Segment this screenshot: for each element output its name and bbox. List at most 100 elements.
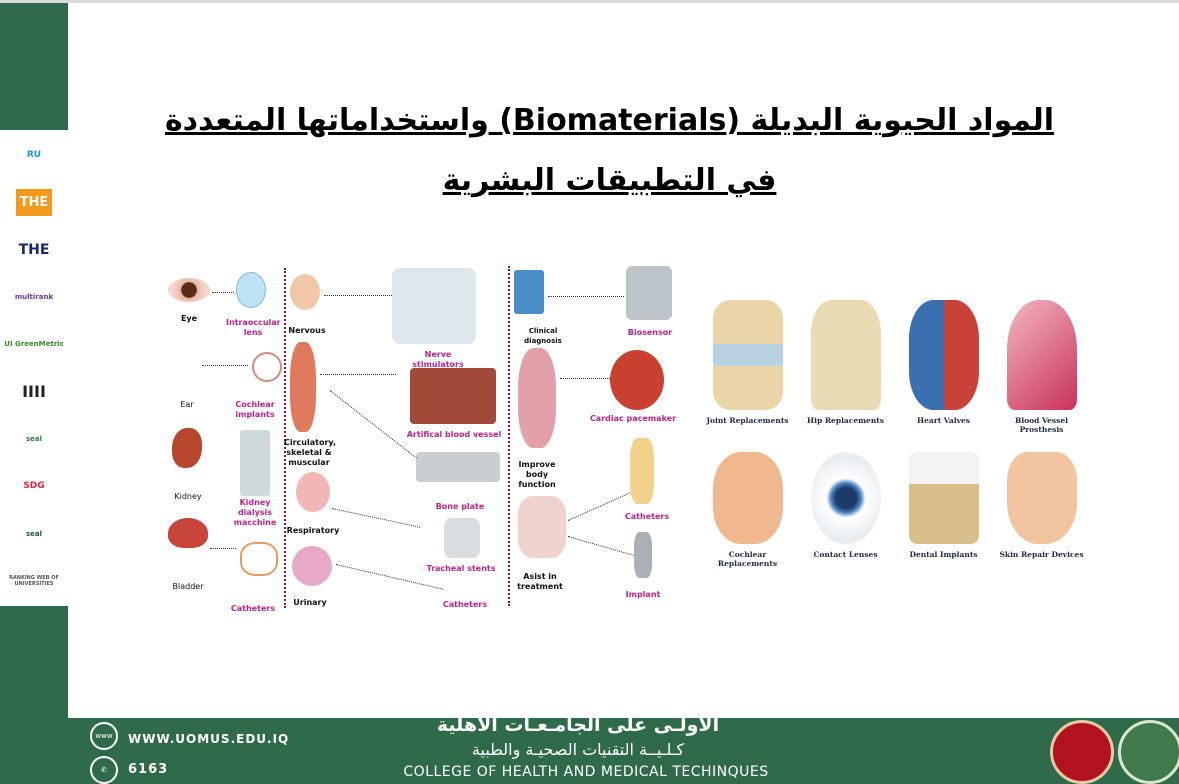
label-implant: Implant: [625, 590, 661, 599]
label-intraocular: Intraoccular lens: [226, 318, 281, 337]
label-catheters-1: Catheters: [230, 604, 276, 613]
arab-ranking-logo: seal: [4, 515, 64, 553]
connector: [202, 365, 248, 366]
kidney-icon: [172, 428, 202, 468]
sdg-logo: SDG: [4, 467, 64, 505]
footer-bar: www WWW.UOMUS.EDU.IQ ✆ 6163 الأولـى على …: [68, 714, 1179, 784]
grid-item: Hip Replacements: [798, 300, 893, 425]
connector: [329, 390, 417, 459]
bladder-icon: [168, 518, 208, 548]
hospital-icon: [514, 270, 544, 314]
logo-text: UI GreenMetric: [4, 340, 64, 349]
label-biosensor: Biosensor: [627, 328, 673, 337]
website-link[interactable]: WWW.UOMUS.EDU.IQ: [128, 732, 290, 746]
top-border: [0, 0, 1179, 3]
connector: [320, 374, 396, 375]
footer-arabic-1: الأولـى على الجامـعـات الاهلية: [436, 714, 720, 736]
label-catheters-3: Catheters: [624, 512, 670, 521]
connector: [560, 378, 620, 379]
label-assist: Asist in treatment: [517, 572, 563, 591]
grid-caption: Heart Valves: [917, 416, 970, 425]
hip-joint-icon: [810, 300, 881, 410]
blood-vessel-prosthesis-icon: [1006, 300, 1077, 410]
building-logo: IIII: [4, 373, 64, 411]
cochlear-icon: [712, 452, 783, 544]
grid-caption: Joint Replacements: [706, 416, 789, 425]
urinary-icon: [292, 546, 332, 586]
grid-item: Dental Implants: [896, 452, 991, 559]
head-icon: [290, 274, 320, 310]
dental-implant-icon: [908, 452, 979, 544]
label-cochlear: Cochlear implants: [235, 400, 275, 419]
logo-text: multirank: [14, 292, 54, 301]
implant-screw-icon: [634, 532, 652, 578]
grid-caption: Cochlear Replacements: [717, 550, 778, 568]
grid-caption: Hip Replacements: [807, 416, 884, 425]
logo-text: SDG: [23, 481, 45, 492]
label-bladder: Bladder: [172, 582, 204, 591]
connector: [331, 508, 421, 528]
web-icon: www: [90, 722, 118, 750]
logo-text: THE: [18, 241, 50, 258]
grid-item: Blood Vessel Prosthesis: [994, 300, 1089, 434]
logo-text: THE: [15, 188, 53, 216]
label-nerve-stim: Nerve stimulators: [412, 350, 464, 369]
label-eye: Eye: [180, 314, 198, 323]
biosensor-icon: [626, 266, 672, 320]
multirank-logo: multirank: [4, 278, 64, 316]
lens-icon: [236, 272, 266, 308]
catheter-bag-icon: [630, 438, 654, 504]
skeleton-figure-icon: [518, 348, 556, 448]
university-seal-green: [1118, 720, 1179, 784]
footer-college-name: COLLEGE OF HEALTH AND MEDICAL TECHINQUES: [403, 764, 769, 780]
the-logo: THE: [4, 183, 64, 221]
label-clinical: Clinical diagnosis: [524, 327, 562, 345]
university-seal-red: [1050, 720, 1114, 784]
logo-text: seal: [25, 529, 43, 538]
title-line-1: المواد الحيوية البديلة (Biomaterials) وا…: [164, 103, 1055, 138]
lungs-icon: [296, 472, 330, 512]
knee-joint-icon: [712, 300, 783, 410]
label-circulatory: Circulatory, skeletal & muscular: [284, 438, 337, 467]
connector: [567, 536, 636, 557]
separator-left: [284, 268, 286, 608]
footer-arabic-2: كـلـيــة التقنيات الصحيـة والطبية: [471, 740, 685, 759]
webometrics-logo: RANKING WEB OF UNIVERSITIES: [4, 562, 64, 600]
connector: [210, 548, 236, 549]
label-kidney: Kidney: [174, 492, 202, 501]
logo-text: RU: [26, 150, 42, 160]
grid-caption: Contact Lenses: [813, 550, 878, 559]
label-improve: Improve body function: [518, 460, 556, 489]
label-pacemaker: Cardiac pacemaker: [589, 414, 677, 423]
hand-skin-icon: [1006, 452, 1077, 544]
title-line-2: في التطبيقات البشرية: [442, 163, 777, 198]
label-blood-vessel: Artifical blood vessel: [406, 430, 502, 439]
label-urinary: Urinary: [293, 598, 327, 607]
grid-caption: Dental Implants: [909, 550, 978, 559]
nerve-stimulator-icon: [392, 268, 476, 344]
eye-lens-icon: [810, 452, 881, 544]
label-bone-plate: Bone plate: [435, 502, 485, 511]
label-dialysis: Kidney dialysis macchine: [233, 498, 277, 527]
label-nervous: Nervous: [288, 326, 326, 335]
grid-caption: Skin Repair Devices: [999, 550, 1084, 559]
ranking-logos-strip: RU THE THE multirank UI GreenMetric IIII…: [0, 130, 68, 606]
logo-text: RANKING WEB OF UNIVERSITIES: [9, 574, 59, 587]
green-seal-logo: seal: [4, 420, 64, 458]
bone-plate-icon: [416, 452, 500, 482]
ru-logo: RU: [4, 136, 64, 174]
biomaterials-diagram: Eye Intraoccular lens Ear Cochlear impla…: [160, 262, 680, 622]
logo-text: seal: [25, 434, 43, 443]
label-tracheal: Tracheal stents: [426, 564, 496, 573]
tracheal-stent-icon: [444, 518, 480, 558]
eye-icon: [168, 278, 210, 302]
blood-vessel-icon: [410, 368, 496, 424]
heart-valve-icon: [908, 300, 979, 410]
device-grid: Joint Replacements Hip Replacements Hear…: [700, 300, 1100, 580]
catheter-icon: [240, 542, 278, 576]
label-ear: Ear: [180, 400, 194, 409]
connector: [548, 296, 624, 297]
phone-number: 6163: [128, 762, 169, 777]
label-catheters-2: Catheters: [442, 600, 488, 609]
grid-caption: Blood Vessel Prosthesis: [1014, 416, 1069, 434]
